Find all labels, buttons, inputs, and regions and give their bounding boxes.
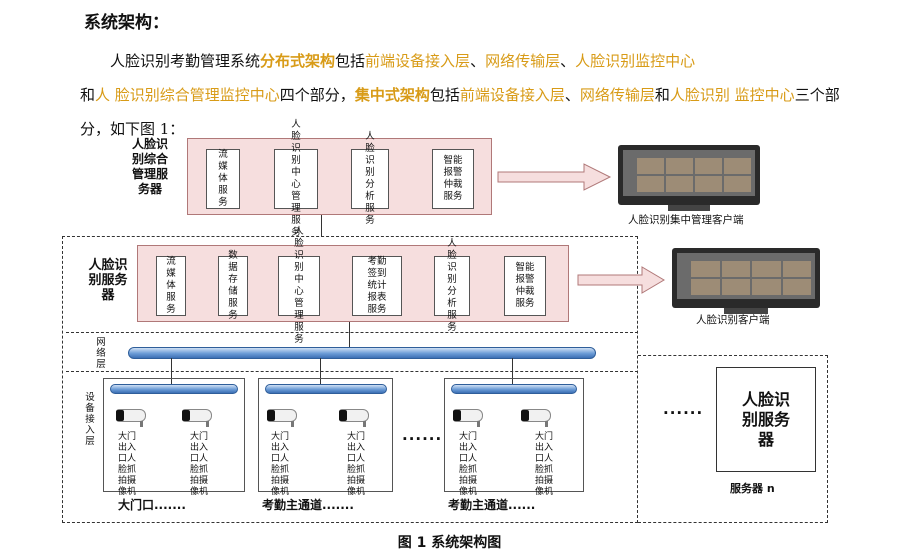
server-module: 考勤签到统计报表服务 (352, 256, 402, 316)
top-module: 人脸识别中心管理服务 (274, 119, 318, 238)
network-label: 网络层 (96, 337, 106, 370)
server-box: 流媒体服务 数据存储服务 人脸识别中心管理服务 考勤签到统计报表服务 人脸识别分… (137, 226, 569, 345)
group-label: 考勤主通道...... (448, 498, 536, 512)
section-heading: 系统架构： (84, 13, 169, 33)
client-caption: 人脸识别客户端 (696, 314, 770, 326)
camera-label: 大门出入口人脸抓拍摄像机 (189, 432, 208, 497)
camera-label: 大门出入口人脸抓拍摄像机 (534, 432, 553, 497)
group2-drop-line (320, 358, 321, 385)
top-client-caption: 人脸识别集中管理客户端 (628, 214, 744, 226)
camera-label: 大门出入口人脸抓拍摄像机 (458, 432, 477, 497)
server-label: 人脸识别服务器 (88, 258, 128, 303)
network-pipe (128, 347, 596, 359)
camera-label: 大门出入口人脸抓拍摄像机 (270, 432, 289, 497)
camera-icon (182, 409, 218, 427)
server-module: 人脸识别分析服务 (434, 238, 470, 333)
camera-icon (453, 409, 489, 427)
camera-icon (521, 409, 557, 427)
group-label: 考勤主通道....... (262, 498, 354, 512)
figure-caption: 图 1 系统架构图 (397, 535, 502, 551)
connector-line (321, 215, 322, 237)
server-arrow (577, 266, 665, 294)
top-client-monitor (618, 145, 760, 211)
server-module: 数据存储服务 (218, 250, 248, 321)
boundary-extension (638, 355, 828, 523)
camera-icon (339, 409, 375, 427)
system-boundary (62, 236, 638, 523)
camera-group-1: 大门出入口人脸抓拍摄像机 大门出入口人脸抓拍摄像机 (103, 378, 245, 497)
server-module: 智能报警仲裁服务 (504, 256, 546, 316)
camera-label: 大门出入口人脸抓拍摄像机 (346, 432, 365, 497)
client-monitor (672, 248, 820, 314)
camera-icon (116, 409, 152, 427)
network-divider-bottom (66, 371, 638, 372)
group1-drop-line (171, 358, 172, 385)
server-to-network-line (349, 322, 350, 348)
group-label: 大门口....... (118, 498, 186, 512)
top-server-label: 人脸识别综合管理服务器 (132, 137, 169, 196)
camera-group-3: 大门出入口人脸抓拍摄像机 大门出入口人脸抓拍摄像机 (444, 378, 584, 497)
server-n-caption: 服务器 n (730, 482, 775, 495)
camera-group-2: 大门出入口人脸抓拍摄像机 大门出入口人脸抓拍摄像机 (258, 378, 393, 497)
top-module: 流媒体服务 (206, 149, 240, 209)
device-label: 设备接入层 (85, 392, 95, 447)
group3-drop-line (512, 358, 513, 385)
top-module: 智能报警仲裁服务 (432, 149, 474, 209)
top-arrow (497, 163, 612, 191)
server-n-label: 人脸识别服务器 (741, 389, 790, 449)
network-divider-top (66, 332, 638, 333)
server-module: 人脸识别中心管理服务 (278, 226, 320, 345)
top-server-box: 流媒体服务 人脸识别中心管理服务 人脸识别分析服务 智能报警仲裁服务 (187, 119, 492, 238)
intro-paragraph: 人脸识别考勤管理系统分布式架构包括前端设备接入层、网络传输层、人脸识别监控中心和… (80, 52, 840, 138)
camera-icon (267, 409, 303, 427)
server-module: 流媒体服务 (156, 256, 186, 316)
server-n-box: 人脸识别服务器 (716, 367, 816, 472)
camera-label: 大门出入口人脸抓拍摄像机 (117, 432, 136, 497)
between-dots: ...... (402, 426, 443, 444)
top-module: 人脸识别分析服务 (351, 131, 389, 226)
server-n-dots: ...... (663, 400, 704, 418)
